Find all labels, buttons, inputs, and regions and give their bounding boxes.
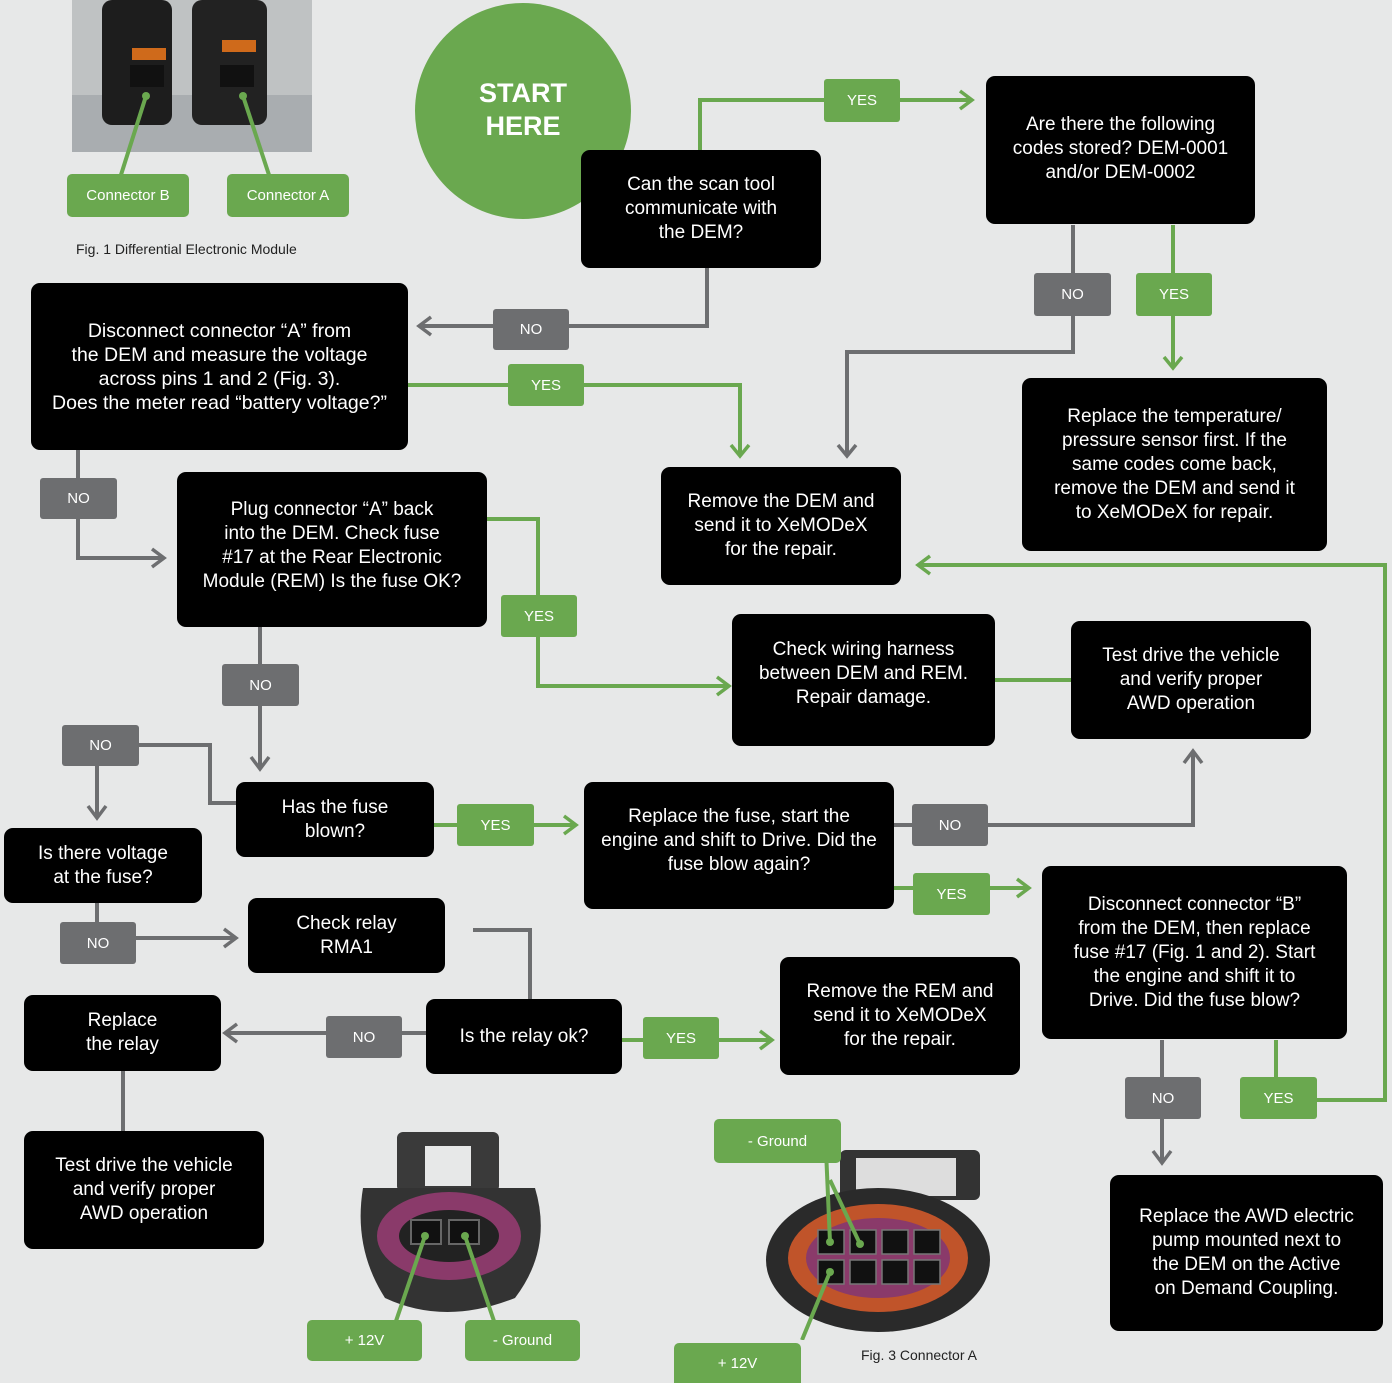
yes-tag: YES (508, 364, 584, 406)
remove-rem-step: Remove the REM and send it to XeMODeX fo… (780, 957, 1020, 1075)
yes-tag: YES (643, 1017, 719, 1059)
fig1-caption: Fig. 1 Differential Electronic Module (76, 241, 297, 257)
no-tag: NO (1125, 1077, 1201, 1119)
voltage-at-fuse-question: Is there voltage at the fuse? (4, 828, 202, 903)
relay-ok-question: Is the relay ok? (426, 999, 622, 1074)
connector-2pin-photo (360, 1132, 541, 1324)
disconnect-a-step: Disconnect connector “A” from the DEM an… (31, 283, 408, 450)
remove-dem-step: Remove the DEM and send it to XeMODeX fo… (661, 467, 901, 585)
check-wiring-step: Check wiring harness between DEM and REM… (732, 614, 995, 746)
plug-a-back-step: Plug connector “A” back into the DEM. Ch… (177, 472, 487, 627)
no-tag: NO (60, 922, 136, 964)
codes-question: Are there the following codes stored? DE… (986, 76, 1255, 224)
no-tag: NO (62, 725, 139, 766)
no-tag: NO (912, 804, 988, 846)
scan-tool-question: Can the scan tool communicate with the D… (581, 150, 821, 268)
replace-sensor-step: Replace the temperature/ pressure sensor… (1022, 378, 1327, 551)
connector-b-label: Connector B (67, 174, 189, 217)
connector-a-photo (766, 1150, 990, 1340)
no-tag: NO (326, 1016, 402, 1058)
no-tag: NO (222, 664, 299, 706)
no-tag: NO (1034, 273, 1111, 316)
yes-tag: YES (913, 873, 990, 915)
fig3-caption: Fig. 3 Connector A (861, 1347, 977, 1363)
ground-label: - Ground (714, 1119, 841, 1163)
replace-fuse-step: Replace the fuse, start the engine and s… (584, 782, 894, 909)
connector-a-label: Connector A (227, 174, 349, 217)
yes-tag: YES (501, 595, 577, 637)
module-photo (72, 0, 312, 152)
replace-pump-step: Replace the AWD electric pump mounted ne… (1110, 1175, 1383, 1331)
yes-tag: YES (1136, 273, 1212, 316)
connector-pointer-lines (118, 92, 272, 179)
disconnect-b-step: Disconnect connector “B” from the DEM, t… (1042, 866, 1347, 1039)
plus-12v-label: + 12V (674, 1343, 801, 1383)
yes-tag: YES (1240, 1077, 1317, 1119)
no-tag: NO (40, 478, 117, 519)
replace-relay-step: Replace the relay (24, 995, 221, 1071)
fuse-blown-question: Has the fuse blown? (236, 782, 434, 857)
yes-tag: YES (457, 804, 534, 846)
test-drive-step-1: Test drive the vehicle and verify proper… (1071, 621, 1311, 739)
no-tag: NO (493, 309, 569, 350)
check-relay-step: Check relay RMA1 (248, 898, 445, 973)
yes-tag: YES (824, 79, 900, 122)
plus-12v-label: + 12V (307, 1320, 422, 1361)
ground-label: - Ground (465, 1320, 580, 1361)
test-drive-step-2: Test drive the vehicle and verify proper… (24, 1131, 264, 1249)
